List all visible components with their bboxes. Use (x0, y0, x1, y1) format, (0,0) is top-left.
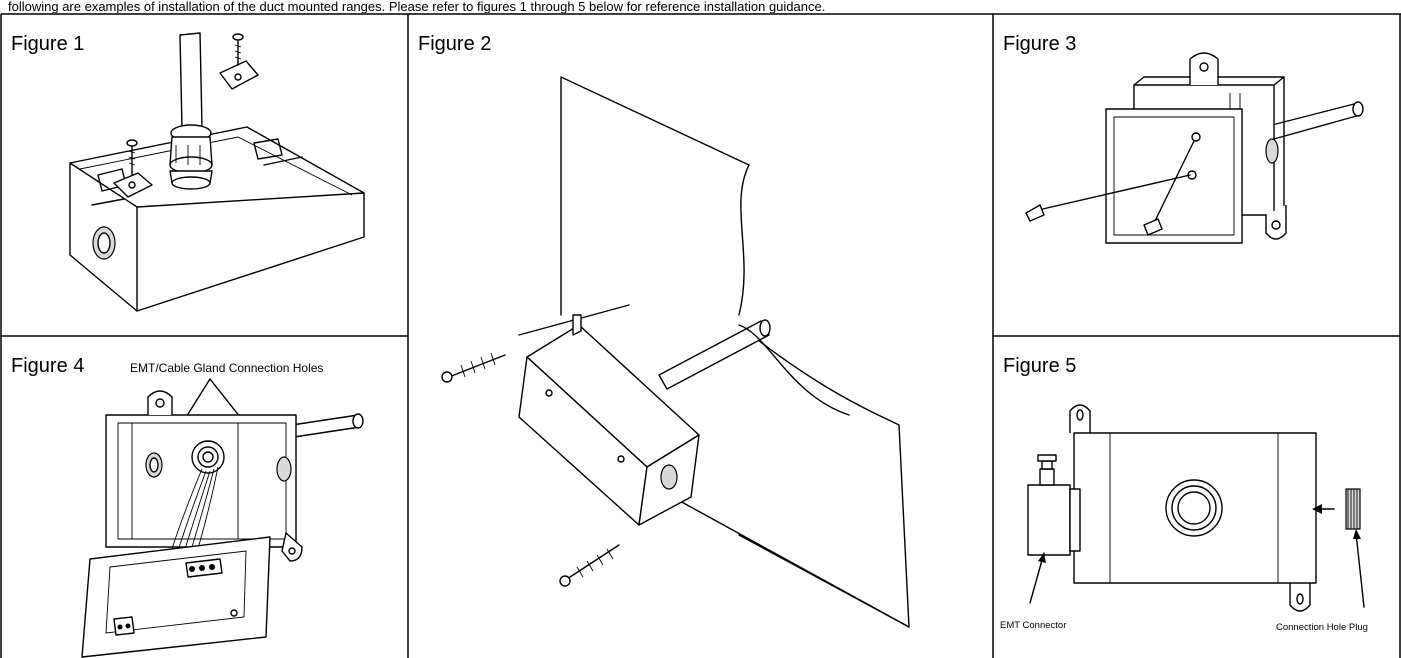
connection-holes-callout: EMT/Cable Gland Connection Holes (130, 361, 324, 375)
figure-4-drawing (81, 378, 364, 658)
figure-1-panel: Figure 1 (2, 15, 407, 335)
figure-1-drawing (69, 32, 365, 312)
connection-hole-plug-callout: Connection Hole Plug (1276, 622, 1368, 633)
figure-5-panel: Figure 5 EMT Connector Connection H (994, 337, 1399, 658)
figure-5-drawing (1027, 404, 1365, 612)
figure-2-drawing (441, 76, 910, 628)
figure-5-label: Figure 5 (1003, 355, 1077, 377)
figure-2-panel: Figure 2 (409, 15, 992, 658)
page-caption: following are examples of installation o… (8, 0, 826, 13)
figure-2-label: Figure 2 (418, 33, 492, 55)
figure-4-panel: Figure 4 EMT/Cable Gland Connection Hole… (2, 337, 407, 658)
figure-4-label: Figure 4 (11, 355, 85, 377)
emt-connector-callout: EMT Connector (1000, 620, 1067, 631)
figure-3-panel: Figure 3 (994, 15, 1399, 335)
figure-3-drawing (1025, 52, 1364, 244)
figure-3-label: Figure 3 (1003, 33, 1077, 55)
figure-1-label: Figure 1 (11, 33, 85, 55)
